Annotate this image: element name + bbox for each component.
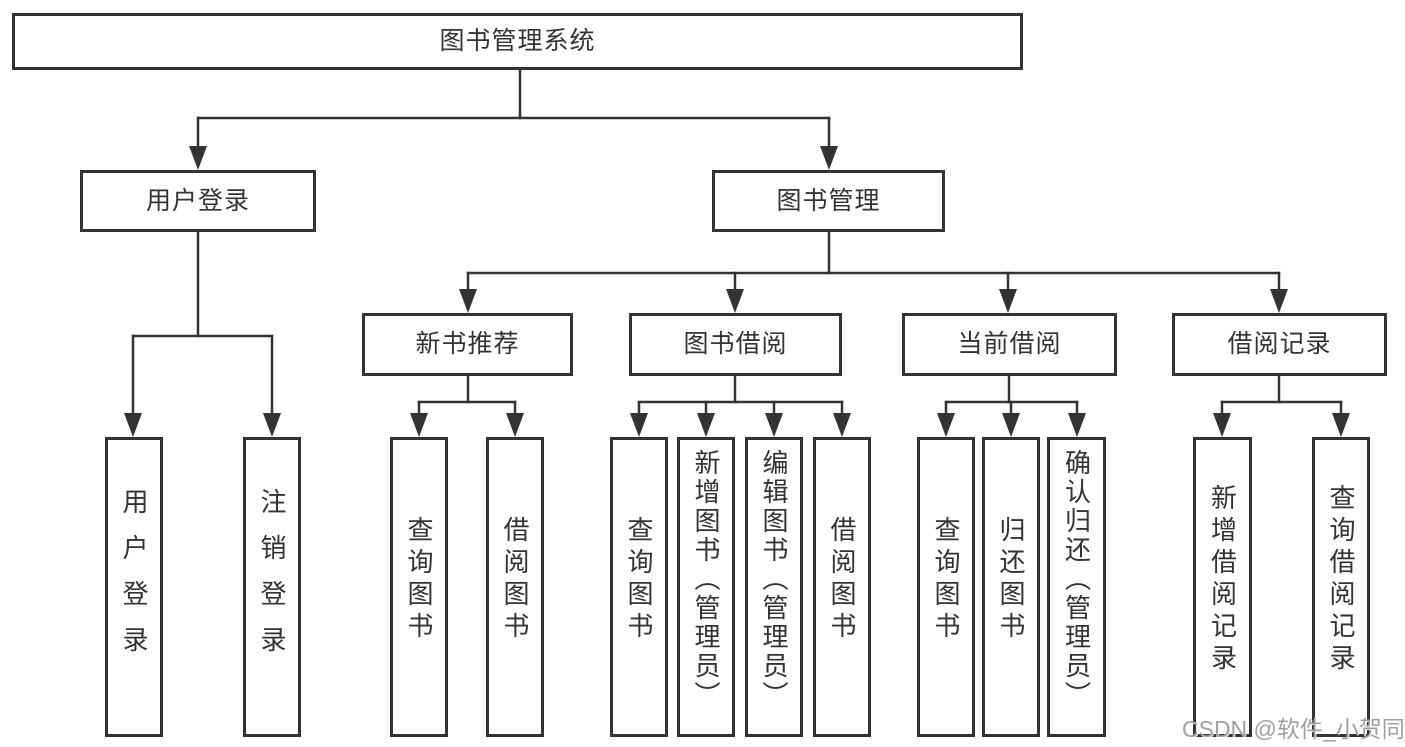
leaf-query-books-recommend: 查询图书 <box>390 437 448 737</box>
watermark-text: CSDN @软件_小贺同学 <box>1182 716 1405 742</box>
node-user-login: 用户登录 <box>80 170 316 232</box>
node-borrow-records: 借阅记录 <box>1172 313 1387 376</box>
leaf-query-books-current: 查询图书 <box>917 437 975 737</box>
arrowhead-icon <box>459 289 477 313</box>
arrowhead-icon <box>765 413 783 437</box>
arrowhead-icon <box>1068 413 1086 437</box>
arrowhead-icon <box>1002 413 1020 437</box>
arrowhead-icon <box>937 413 955 437</box>
leaf-borrow-books-borrow: 借阅图书 <box>813 437 871 737</box>
arrowhead-icon <box>630 413 648 437</box>
arrowhead-icon <box>410 413 428 437</box>
node-book-borrow: 图书借阅 <box>629 313 842 376</box>
arrowhead-icon <box>506 413 524 437</box>
leaf-add-borrow-record: 新增借阅记录 <box>1193 437 1252 737</box>
arrowhead-icon <box>726 289 744 313</box>
leaf-user-login: 用户登录 <box>105 437 163 737</box>
arrowhead-icon <box>999 289 1017 313</box>
leaf-return-book: 归还图书 <box>982 437 1040 737</box>
node-current-borrow: 当前借阅 <box>902 313 1117 376</box>
leaf-query-books-borrow: 查询图书 <box>610 437 668 737</box>
arrowhead-icon <box>1332 413 1350 437</box>
arrowhead-icon <box>833 413 851 437</box>
leaf-confirm-return-admin: 确认归还（管理员） <box>1047 437 1106 737</box>
node-root: 图书管理系统 <box>12 13 1023 70</box>
leaf-logout: 注销登录 <box>243 437 301 737</box>
arrowhead-icon <box>697 413 715 437</box>
arrowhead-icon <box>263 413 281 437</box>
arrowhead-icon <box>820 146 838 170</box>
leaf-edit-book-admin: 编辑图书（管理员） <box>745 437 803 737</box>
node-new-book-recommend: 新书推荐 <box>362 313 573 376</box>
arrowhead-icon <box>189 146 207 170</box>
leaf-query-borrow-record: 查询借阅记录 <box>1312 437 1370 737</box>
arrowhead-icon <box>124 413 142 437</box>
arrowhead-icon <box>1270 289 1288 313</box>
node-book-management: 图书管理 <box>712 170 945 232</box>
arrowhead-icon <box>1213 413 1231 437</box>
leaf-borrow-books-recommend: 借阅图书 <box>486 437 544 737</box>
leaf-add-book-admin: 新增图书（管理员） <box>677 437 735 737</box>
